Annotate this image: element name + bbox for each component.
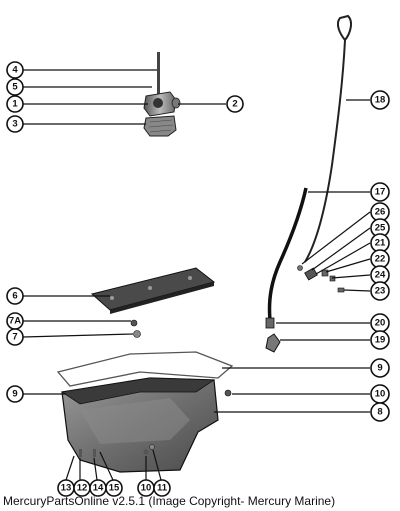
oil-pan-gasket: [56, 351, 234, 387]
part-14-bolt: [93, 449, 96, 457]
svg-text:10: 10: [375, 389, 386, 400]
callout-1: 1: [6, 95, 24, 113]
svg-text:22: 22: [375, 254, 386, 265]
clip-bolt: [337, 287, 345, 293]
callout-7a: 7A: [6, 312, 24, 330]
callout-19: 19: [370, 330, 390, 350]
callout-20: 20: [370, 313, 390, 333]
callout-6: 6: [6, 287, 24, 305]
svg-text:4: 4: [12, 65, 18, 76]
callout-18: 18: [370, 90, 390, 110]
svg-text:2: 2: [232, 99, 237, 110]
svg-text:26: 26: [375, 207, 386, 218]
svg-text:11: 11: [157, 483, 168, 494]
clip-nut: [321, 269, 329, 277]
callout-11: 11: [153, 479, 171, 497]
callout-10-drain: 10: [370, 384, 390, 404]
leader-lines: [22, 69, 371, 481]
clip-washer: [297, 265, 303, 271]
callout-15: 15: [105, 479, 123, 497]
dipstick-tube: [267, 187, 308, 321]
callout-7: 7: [6, 328, 24, 346]
part-12-bolt: [79, 449, 82, 457]
part-7-washer: [133, 330, 141, 338]
dipstick-blade: [304, 39, 346, 263]
svg-text:9: 9: [12, 389, 17, 400]
callout-5: 5: [6, 78, 24, 96]
svg-text:17: 17: [375, 187, 386, 198]
svg-text:20: 20: [375, 318, 386, 329]
callout-3: 3: [6, 115, 24, 133]
oil-pump-assembly: [143, 52, 181, 137]
callout-17: 17: [370, 182, 390, 202]
baffle-plate: [90, 267, 216, 314]
svg-text:8: 8: [377, 407, 382, 418]
tube-elbow: [265, 333, 281, 353]
svg-text:1: 1: [12, 99, 18, 110]
svg-text:12: 12: [77, 483, 88, 494]
svg-text:6: 6: [12, 291, 17, 302]
callout-2: 2: [226, 95, 244, 113]
svg-text:3: 3: [12, 119, 17, 130]
svg-text:5: 5: [12, 82, 18, 93]
pump-outlet-fitting: [171, 97, 181, 109]
svg-text:14: 14: [93, 483, 104, 494]
copyright-caption: MercuryPartsOnline v2.5.1 (Image Copyrig…: [3, 494, 336, 508]
callout-23: 23: [370, 281, 390, 301]
drain-plug: [224, 389, 232, 397]
pump-shaft: [157, 52, 160, 94]
callout-8: 8: [370, 402, 390, 422]
callout-21: 21: [370, 233, 390, 253]
svg-text:10: 10: [141, 483, 152, 494]
callout-25: 25: [370, 218, 390, 238]
tube-fitting: [265, 317, 275, 329]
svg-text:24: 24: [375, 270, 386, 281]
svg-text:18: 18: [375, 95, 386, 106]
clip-bracket: [304, 267, 318, 281]
pump-gear: [153, 98, 163, 108]
callout-4: 4: [6, 61, 24, 79]
svg-text:23: 23: [375, 286, 386, 297]
dipstick-handle: [336, 14, 353, 42]
svg-text:21: 21: [375, 238, 386, 249]
svg-text:25: 25: [375, 223, 386, 234]
svg-text:13: 13: [61, 483, 72, 494]
svg-text:7A: 7A: [9, 316, 21, 327]
part-10-plug: [143, 449, 149, 455]
part-7a-nut: [130, 319, 138, 327]
dipstick-assembly: [265, 14, 353, 353]
svg-text:7: 7: [12, 332, 17, 343]
callout-9-left: 9: [6, 385, 24, 403]
callout-9-gasket: 9: [370, 358, 390, 378]
svg-text:15: 15: [109, 483, 120, 494]
svg-text:19: 19: [375, 335, 386, 346]
part-11-gasket: [149, 444, 155, 450]
callout-24: 24: [370, 265, 390, 285]
oil-pan: [60, 377, 232, 473]
svg-text:9: 9: [377, 363, 382, 374]
